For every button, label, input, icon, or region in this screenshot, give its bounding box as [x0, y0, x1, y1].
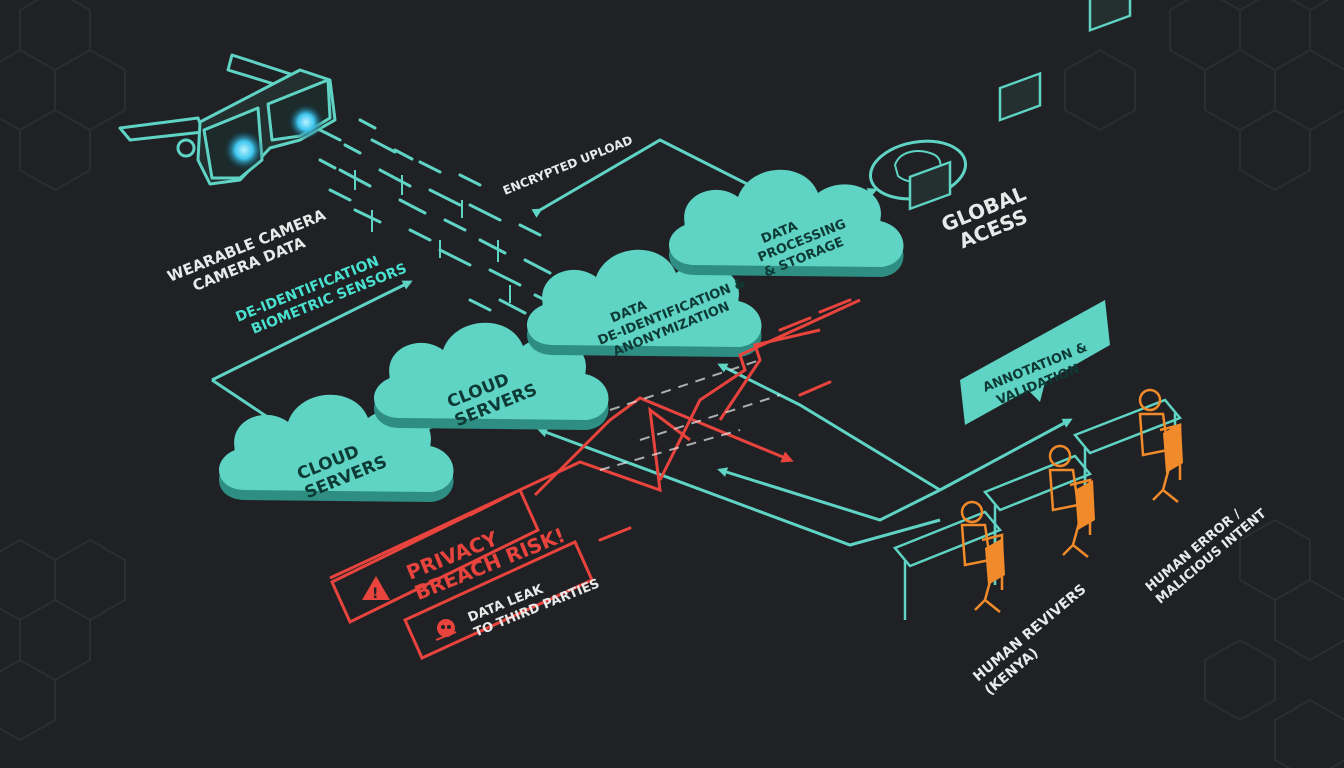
- cloud-deidentification: DATA DE-IDENTIFICATION & ANONYMIZATION: [526, 249, 762, 360]
- right-lens-glow: [288, 104, 324, 140]
- global-access-label: GLOBAL ACESS: [938, 178, 1044, 257]
- warning-icon: !: [362, 576, 390, 602]
- cloud-processing-storage: DATA PROCESSING & STORAGE: [668, 169, 904, 281]
- human-error-label: HUMAN ERROR / MALICIOUS INTENT: [1143, 494, 1270, 607]
- cloud-servers-1: CLOUD SERVERS: [218, 394, 454, 503]
- human-reviewers-label: HUMAN REVIVERS (KENYA): [970, 578, 1104, 699]
- reviewer-chairs: [985, 423, 1183, 585]
- glitch-dashes: [599, 359, 781, 471]
- data-stream-bars: [354, 170, 511, 303]
- reviewer-workstations: [892, 0, 1183, 620]
- annotation-bubble: ANNOTATION & VALIDATION: [960, 300, 1110, 425]
- skull-icon: [435, 619, 457, 641]
- flow-arrows: [211, 138, 1073, 547]
- cloud-servers-2: CLOUD SERVERS: [373, 322, 609, 431]
- svg-text:!: !: [372, 586, 378, 602]
- left-lens-glow: [224, 130, 264, 170]
